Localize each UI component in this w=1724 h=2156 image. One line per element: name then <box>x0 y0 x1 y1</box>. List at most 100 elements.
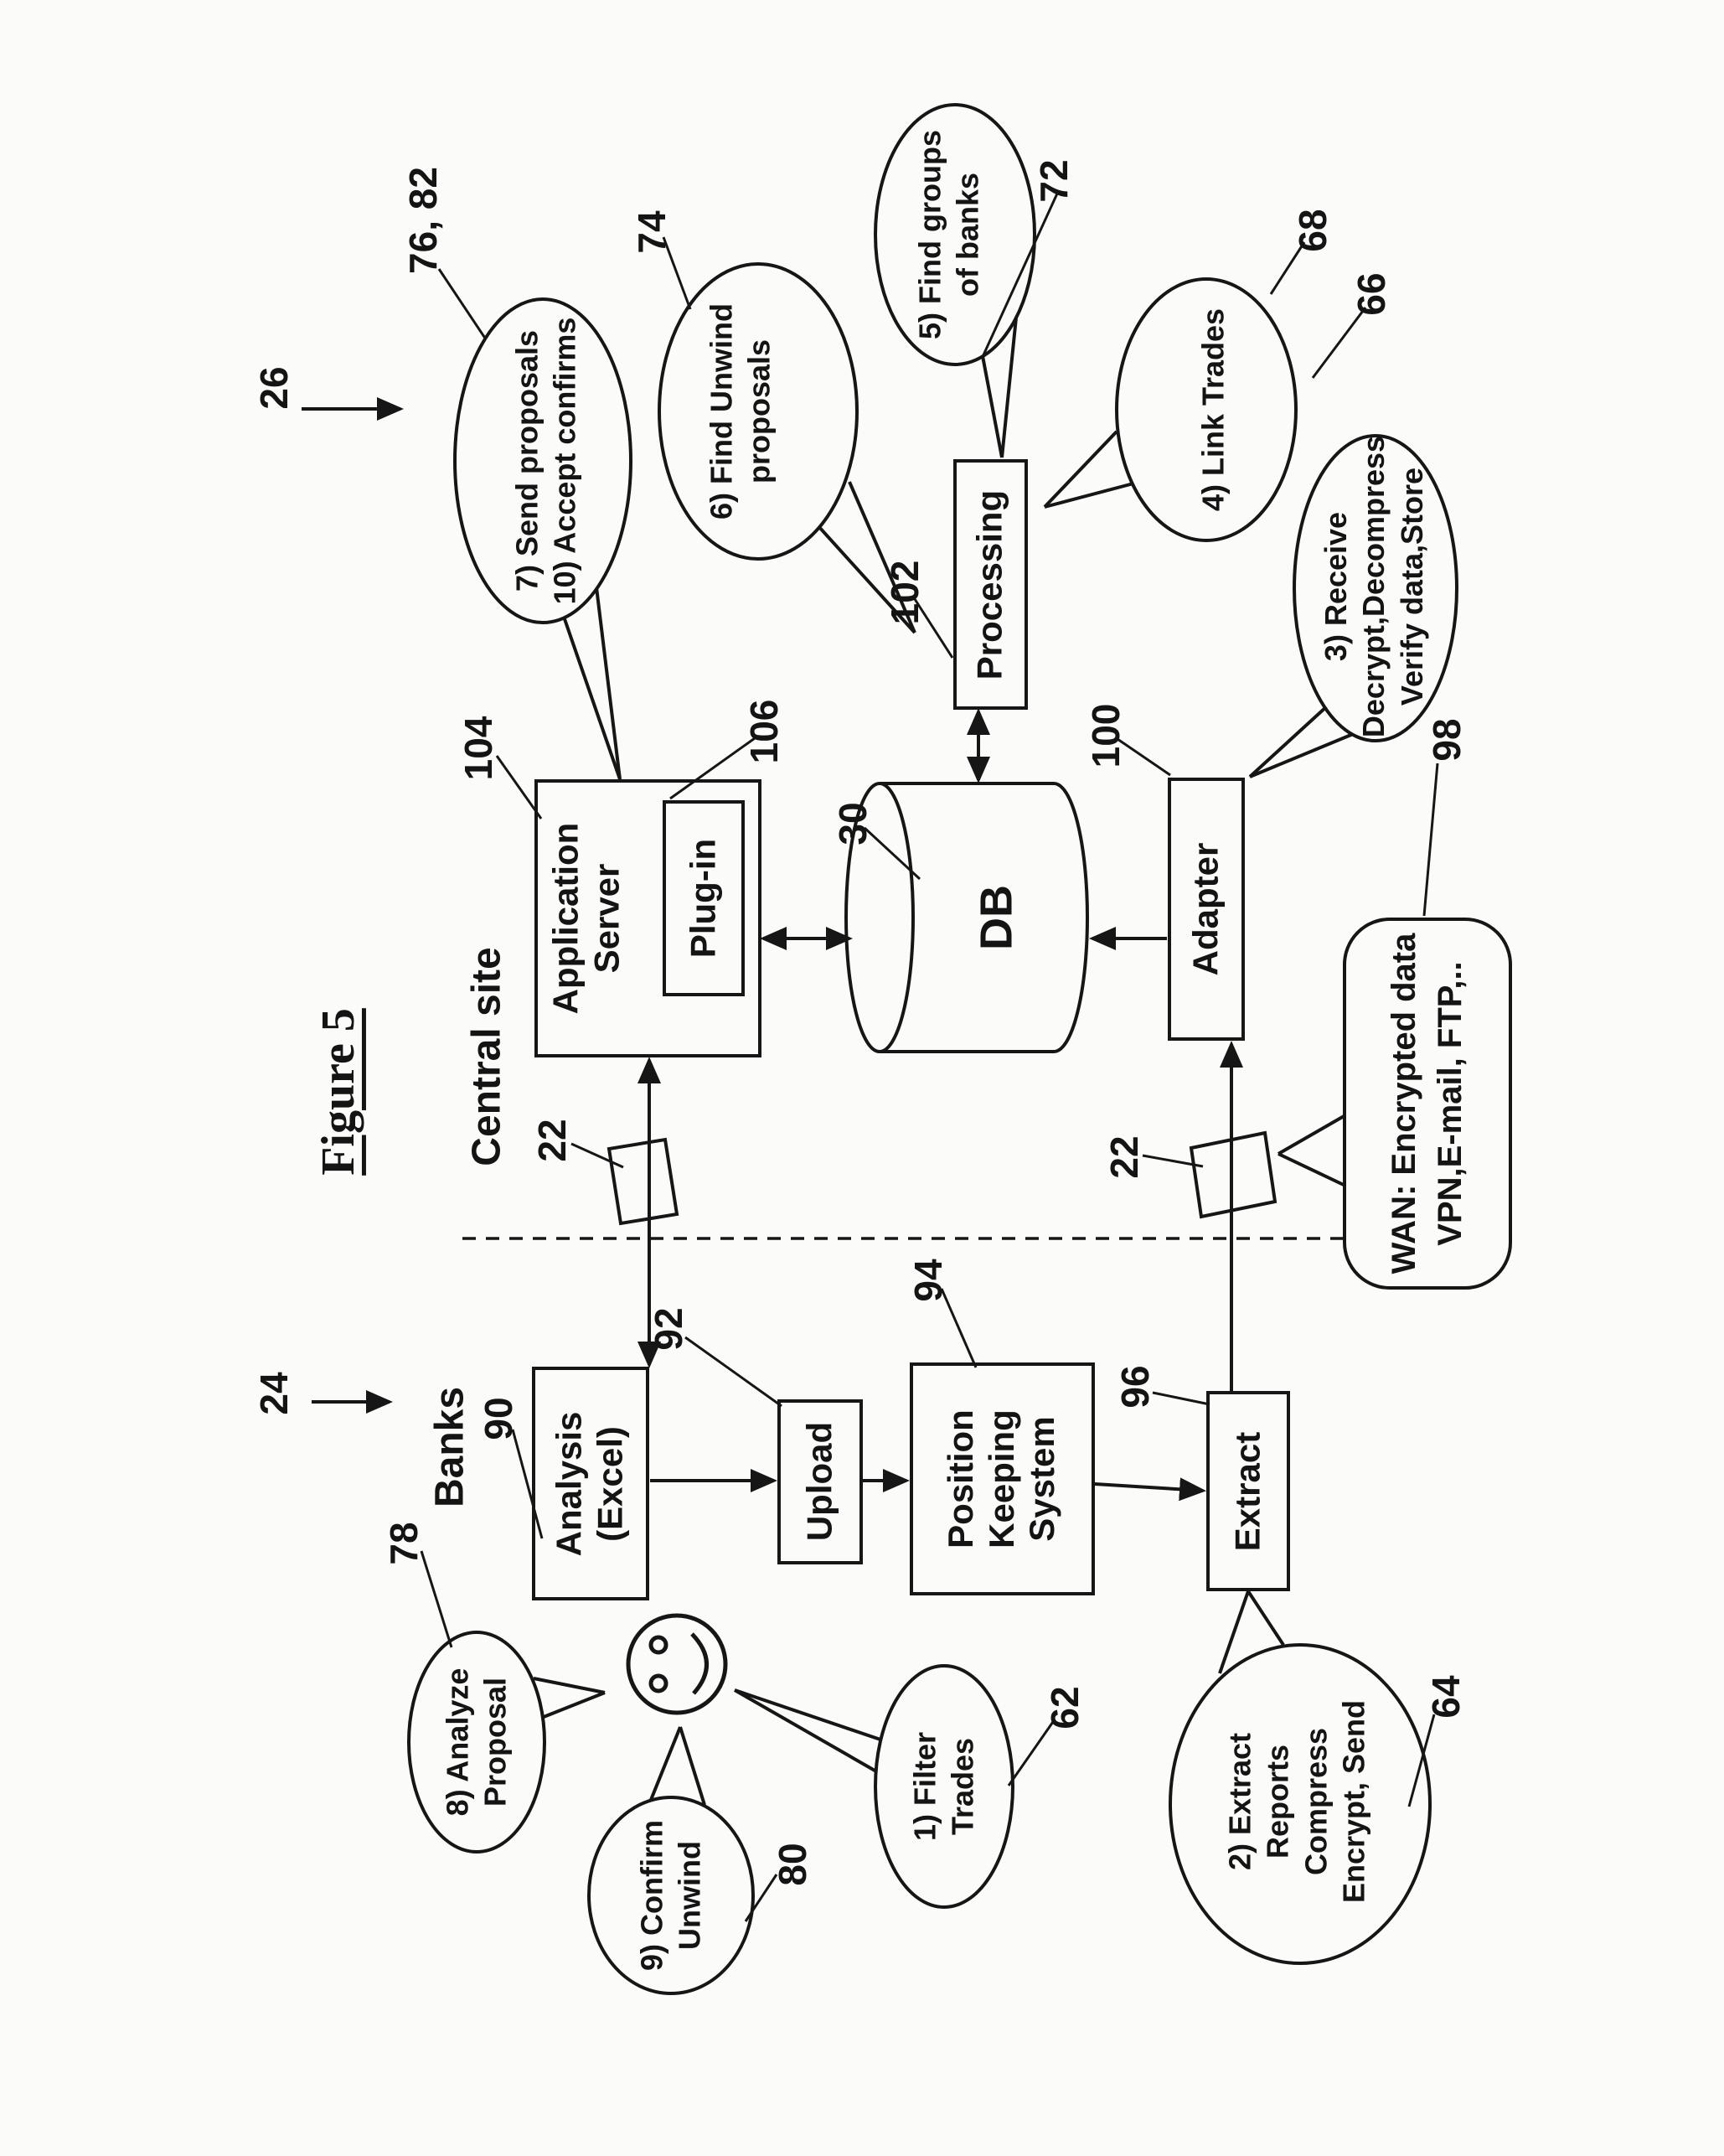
system-boxes <box>532 459 1290 1600</box>
bubble-confirm-unwind-text: 9) Confirm Unwind <box>633 1820 710 1971</box>
ref-94: 94 <box>906 1259 950 1302</box>
tail-filter-trades <box>734 1688 877 1773</box>
tail-receive <box>1249 731 1358 778</box>
bubble-tails <box>533 317 1358 1806</box>
box-line: Application <box>545 822 586 1015</box>
bubble-send-proposals <box>453 297 632 624</box>
bubble-line: 7) Send proposals <box>509 329 545 592</box>
bubble-line: 3) Receive <box>1318 511 1353 662</box>
ref-76-82: 76, 82 <box>400 167 445 274</box>
adapter-label: Adapter <box>1185 842 1226 976</box>
leader-78 <box>420 1550 453 1648</box>
tail-send-proposals <box>595 587 622 780</box>
db-cylinder-body <box>880 782 1089 1053</box>
wan-bubble <box>1343 918 1512 1290</box>
leader-62 <box>1007 1719 1056 1786</box>
leader-lines <box>420 193 1439 1922</box>
bubble-line: Proposal <box>478 1677 513 1807</box>
extract-box <box>1206 1391 1290 1591</box>
bubble-analyze-proposal-text: 8) Analyze Proposal <box>439 1668 515 1817</box>
leader-100 <box>1117 737 1171 777</box>
leader-66 <box>1311 307 1367 379</box>
application-server-label: Application Server <box>545 823 627 1015</box>
network-link-parallelogram-top <box>606 1137 679 1226</box>
upload-label: Upload <box>799 1421 839 1542</box>
tail-link-trades <box>1044 482 1134 509</box>
ref-68: 68 <box>1290 209 1334 252</box>
leader-102 <box>913 598 954 659</box>
box-line: System <box>1022 1416 1062 1542</box>
ref-26: 26 <box>251 366 296 410</box>
smiley-eye <box>648 1673 668 1693</box>
leader-104 <box>495 755 543 819</box>
ref-80: 80 <box>770 1843 814 1886</box>
ref-102: 102 <box>882 560 927 625</box>
bubble-line: 9) Confirm <box>634 1820 669 1971</box>
leader-22-bottom <box>1142 1154 1204 1168</box>
adapter-box <box>1168 778 1245 1041</box>
bubble-line: VPN,E-mail, FTP,.. <box>1432 961 1468 1246</box>
db-cylinder-top <box>844 782 915 1053</box>
leader-76-82 <box>437 268 488 340</box>
ref-72: 72 <box>1031 159 1076 203</box>
leader-92 <box>684 1336 782 1408</box>
tail-send-proposals <box>561 613 622 780</box>
bubble-line: 6) Find Unwind <box>704 303 739 520</box>
central-site-label: Central site <box>464 947 509 1166</box>
tail-wan <box>1278 1114 1346 1156</box>
leader-74 <box>662 236 692 310</box>
tail-link-trades <box>1043 430 1118 509</box>
bubble-line: proposals <box>742 339 777 484</box>
smiley-face-icon <box>626 1613 728 1715</box>
bubble-filter-trades-text: 1) Filter Trades <box>906 1732 983 1841</box>
bubble-link-trades-text: 4) Link Trades <box>1195 308 1231 512</box>
bubble-receive <box>1293 434 1458 742</box>
plug-in-box <box>663 800 745 996</box>
processing-label: Processing <box>969 489 1009 680</box>
ref-64: 64 <box>1423 1675 1468 1719</box>
smiley-smile <box>690 1632 709 1695</box>
box-line: (Excel) <box>590 1426 629 1542</box>
ref-92: 92 <box>646 1307 690 1351</box>
tail-find-unwind <box>817 525 916 634</box>
upload-box <box>777 1399 863 1564</box>
flow-arrows <box>302 397 1243 1502</box>
tail-analyze-proposal <box>543 1691 606 1719</box>
bubble-find-unwind-text: 6) Find Unwind proposals <box>703 303 779 520</box>
bubble-find-unwind <box>658 262 859 561</box>
bubble-line: 8) Analyze <box>440 1667 475 1817</box>
speech-bubbles <box>407 103 1512 1995</box>
ref-106: 106 <box>741 699 786 764</box>
bubble-line: 1) Filter <box>907 1731 942 1842</box>
ref-78: 78 <box>381 1522 426 1565</box>
tail-extract-reports <box>1247 1590 1285 1647</box>
tail-analyze-proposal <box>533 1677 606 1694</box>
bubble-receive-text: 3) Receive Decrypt,Decompress Verify dat… <box>1317 436 1431 737</box>
wan-bubble-text: WAN: Encrypted data VPN,E-mail, FTP,.. <box>1381 933 1474 1274</box>
bubble-link-trades <box>1115 277 1298 542</box>
tail-confirm-unwind <box>679 1726 706 1806</box>
analysis-label: Analysis (Excel) <box>549 1412 630 1557</box>
leader-98 <box>1422 763 1439 917</box>
bubble-line: Trades <box>946 1737 980 1836</box>
bubble-line: WAN: Encrypted data <box>1385 933 1422 1274</box>
analysis-box <box>532 1367 649 1600</box>
bubble-line: Encrypt, Send <box>1336 1699 1371 1904</box>
ref-22-bottom: 22 <box>1102 1135 1146 1179</box>
leader-30 <box>863 826 921 881</box>
leader-90 <box>511 1429 544 1539</box>
bubble-line: Unwind <box>673 1841 707 1950</box>
position-keeping-system-label: Position Keeping System <box>941 1409 1063 1548</box>
leader-94 <box>940 1288 978 1368</box>
tail-find-groups <box>1000 317 1018 458</box>
figure-title: Figure 5 <box>312 1008 364 1176</box>
bubble-filter-trades <box>874 1664 1014 1909</box>
processing-box <box>953 459 1028 710</box>
db-cylinder <box>844 782 1089 1053</box>
bubble-find-groups <box>874 103 1036 366</box>
ref-24: 24 <box>251 1372 296 1415</box>
ref-22-top: 22 <box>529 1119 574 1162</box>
bubble-analyze-proposal <box>407 1631 546 1854</box>
